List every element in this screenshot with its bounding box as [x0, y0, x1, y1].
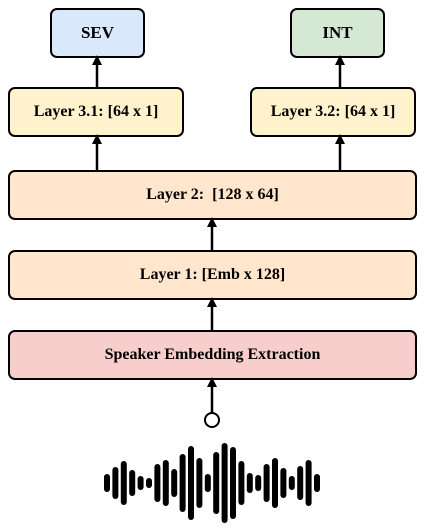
waveform-bar — [104, 474, 110, 492]
waveform-bar — [146, 478, 152, 488]
waveform-bar — [288, 476, 295, 490]
waveform-bar — [204, 474, 211, 492]
waveform-bar — [314, 474, 320, 492]
waveform-bar — [120, 461, 127, 505]
waveform-bar — [263, 464, 270, 502]
layer-2-box: Layer 2: [128 x 64] — [8, 170, 417, 220]
sev-output-box: SEV — [50, 8, 145, 58]
waveform-bar — [188, 446, 194, 520]
waveform-bar — [137, 476, 144, 490]
layer-1-label: Layer 1: [Emb x 128] — [139, 266, 286, 283]
audio-waveform-icon — [104, 443, 320, 523]
sev-label: SEV — [80, 23, 115, 42]
waveform-bar — [272, 458, 278, 508]
layer-3-1-label: Layer 3.1: [64 x 1] — [33, 103, 159, 120]
waveform-bar — [297, 466, 304, 500]
waveform-bar — [238, 461, 245, 505]
speaker-embedding-extraction-label: Speaker Embedding Extraction — [104, 346, 321, 363]
input-node — [204, 412, 220, 428]
int-label: INT — [322, 23, 353, 42]
waveform-bar — [230, 447, 236, 519]
waveform-bar — [213, 452, 220, 514]
waveform-bar — [129, 470, 136, 496]
waveform-bar — [280, 468, 287, 498]
layer-3-2-box: Layer 3.2: [64 x 1] — [250, 87, 416, 137]
layer-3-1-box: Layer 3.1: [64 x 1] — [8, 87, 184, 137]
layer-3-2-label: Layer 3.2: [64 x 1] — [270, 103, 396, 120]
waveform-bar — [246, 473, 253, 493]
waveform-bar — [196, 458, 203, 508]
waveform-bar — [162, 460, 169, 506]
waveform-bar — [112, 467, 119, 499]
waveform-bar — [221, 443, 228, 523]
layer-2-label: Layer 2: [128 x 64] — [146, 186, 279, 203]
waveform-bar — [179, 454, 186, 512]
layer-1-box: Layer 1: [Emb x 128] — [8, 250, 417, 300]
waveform-bar — [154, 464, 161, 502]
waveform-bar — [171, 469, 178, 497]
waveform-bar — [305, 460, 312, 506]
waveform-bar — [255, 475, 262, 491]
